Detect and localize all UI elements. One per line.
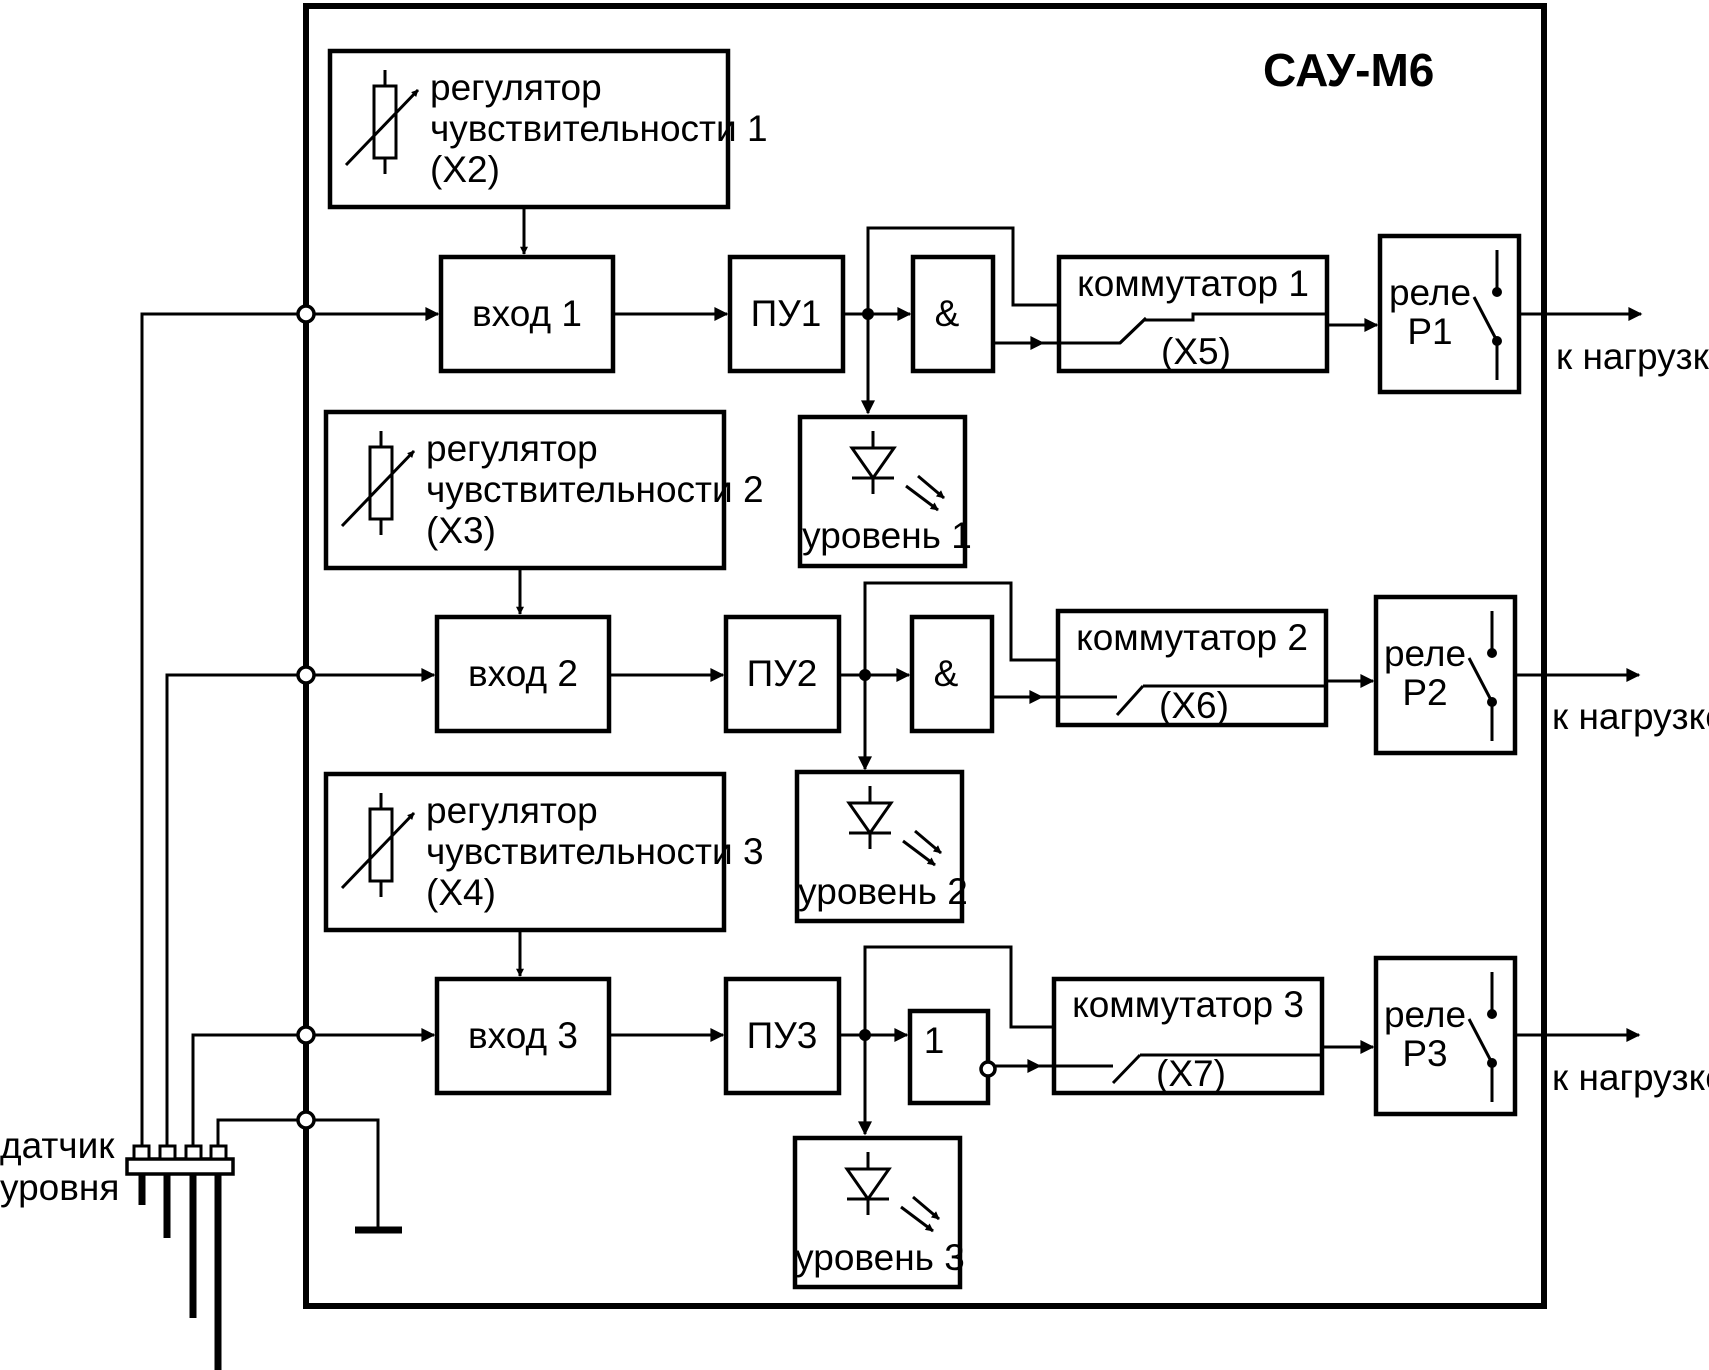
input-box-1 [438,254,616,374]
device-title: САУ-М6 [1263,44,1434,96]
indicator-2-label: уровень 2 [798,871,968,912]
relay-1-line1: реле [1389,272,1471,313]
inverter-bubble [979,1060,997,1078]
input-3-label: вход 3 [468,1015,578,1056]
gate-box-3 [907,1008,991,1106]
output-3-label: к нагрузке [1552,1057,1709,1098]
relay-1-line2: Р1 [1407,311,1452,352]
indicator-1-label: уровень 1 [802,515,972,556]
switch-3-contact [1111,1053,1142,1085]
gate-3-label: 1 [924,1020,945,1061]
switch-2-jumper: (X6) [1159,685,1229,726]
amplifier-box-1 [727,254,846,374]
channel-2: регулятор чувствительности 2 (X3) вход 2… [314,409,1709,924]
channel-3: регулятор чувствительности 3 (X4) вход 3… [314,771,1709,1290]
gate-2-label: & [934,653,959,694]
switch-3-jumper: (X7) [1156,1053,1226,1094]
variable-resistor-icon [344,70,420,174]
variable-resistor-icon [340,431,416,535]
amplifier-1-label: ПУ1 [751,293,822,334]
bus-node-common [296,1110,316,1130]
output-2-label: к нагрузке [1552,696,1709,737]
gate-1-label: & [935,293,960,334]
relay-2-line1: реле [1384,633,1466,674]
regulator-3-line2: чувствительности 3 [426,831,764,872]
regulator-2-line1: регулятор [426,428,598,469]
bus-node-1 [296,304,316,324]
bypass-wire-2 [863,581,1114,675]
switch-1-contact [1043,312,1327,345]
sensor-label-line1: датчик [0,1125,115,1166]
input-box-3 [434,976,612,1096]
relay-contact-icon [1467,972,1497,1102]
input-1-label: вход 1 [472,293,582,334]
sensor-label-line2: уровня [0,1167,119,1208]
regulator-3-line1: регулятор [426,790,598,831]
amplifier-2-label: ПУ2 [747,653,818,694]
bypass-wire-3 [863,945,1114,1035]
level-sensor [125,1144,235,1370]
switch-2-contact [1115,684,1145,717]
relay-2-line2: Р2 [1402,672,1447,713]
relay-contact-icon [1467,611,1497,741]
led-icon [844,1152,940,1233]
relay-contact-icon [1472,250,1502,380]
regulator-1-line3: (X2) [430,149,500,190]
regulator-2-line3: (X3) [426,510,496,551]
regulator-3-line3: (X4) [426,872,496,913]
input-2-label: вход 2 [468,653,578,694]
variable-resistor-icon [340,793,416,897]
switch-box-3 [1051,976,1325,1096]
output-1-label: к нагрузке [1556,336,1709,377]
channel-1: регулятор чувствительности 1 (X2) вход 1… [314,48,1709,569]
switch-box-2 [1055,608,1329,728]
bus-node-3 [296,1025,316,1045]
amplifier-3-label: ПУ3 [747,1015,818,1056]
switch-2-label: коммутатор 2 [1076,617,1308,658]
regulator-2-line2: чувствительности 2 [426,469,764,510]
led-icon [846,786,942,867]
bus-node-2 [296,665,316,685]
led-icon [849,431,945,512]
switch-3-label: коммутатор 3 [1072,984,1304,1025]
switch-1-jumper: (X5) [1161,331,1231,372]
switch-1-label: коммутатор 1 [1077,263,1309,304]
relay-3-line2: Р3 [1402,1033,1447,1074]
gate-box-2 [909,614,995,734]
regulator-1-line2: чувствительности 1 [430,108,768,149]
amplifier-box-2 [723,614,842,734]
gate-box-1 [910,254,996,374]
indicator-3-label: уровень 3 [795,1237,965,1278]
regulator-1-line1: регулятор [430,67,602,108]
bypass-wire-1 [866,226,1118,314]
relay-3-line1: реле [1384,994,1466,1035]
